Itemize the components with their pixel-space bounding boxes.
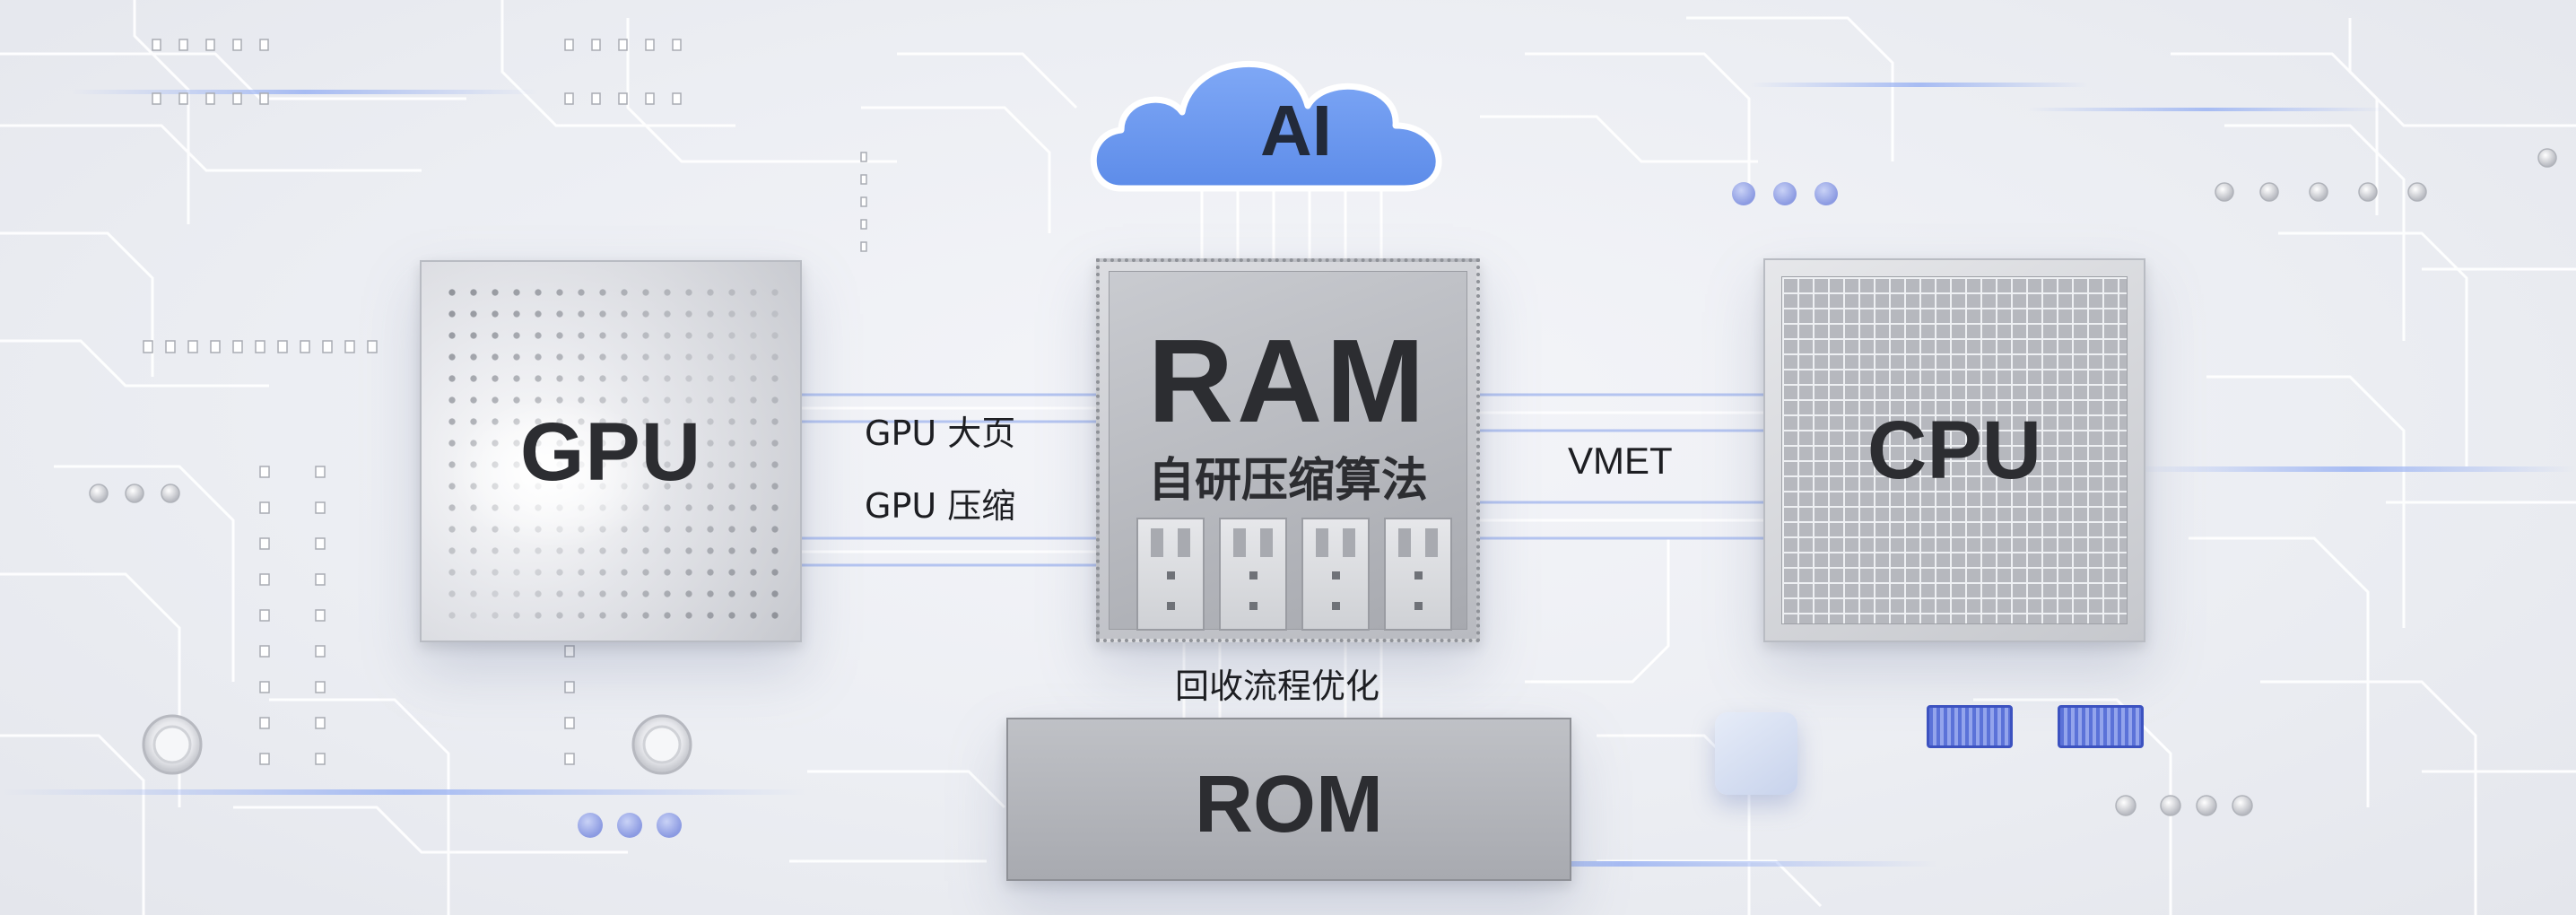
rom-chip: ROM — [1006, 718, 1571, 881]
ram-title: RAM — [1147, 315, 1429, 447]
cpu-core-grid — [1781, 276, 2128, 624]
round-discs — [142, 714, 692, 775]
blue-dots — [578, 182, 1838, 838]
memory-module — [1384, 518, 1452, 631]
small-gray-dots — [89, 148, 2557, 816]
gpu-title: GPU — [519, 406, 702, 498]
gpu-compression-label: GPU 压缩 — [865, 486, 1016, 526]
gpu-highlight — [448, 396, 664, 549]
cpu-chip: CPU — [1763, 258, 2145, 642]
gpu-chip: GPU — [420, 260, 802, 642]
pad-rows — [143, 39, 682, 353]
trace-glows — [0, 83, 2576, 867]
vmet-label: VMET — [1568, 440, 1673, 482]
ai-cloud-label: AI — [1260, 91, 1332, 170]
memory-module — [1219, 518, 1287, 631]
cpu-title: CPU — [1867, 405, 2042, 496]
ram-chip: RAM 自研压缩算法 — [1096, 258, 1480, 642]
ai-cloud — [1090, 61, 1442, 192]
ram-subtitle: 自研压缩算法 — [1147, 454, 1428, 508]
memory-module — [1136, 518, 1205, 631]
ram-die: RAM 自研压缩算法 — [1109, 271, 1467, 631]
gpu-large-page-label: GPU 大页 — [865, 414, 1016, 453]
square-pad-icon — [1715, 712, 1797, 795]
memory-module — [1301, 518, 1370, 631]
pad-columns — [259, 152, 867, 765]
blue-component — [2058, 705, 2144, 748]
rom-title: ROM — [1195, 760, 1383, 850]
recycle-optimization-label: 回收流程优化 — [1175, 667, 1380, 706]
blue-component — [1927, 705, 2013, 748]
connection-lines — [802, 188, 1763, 718]
